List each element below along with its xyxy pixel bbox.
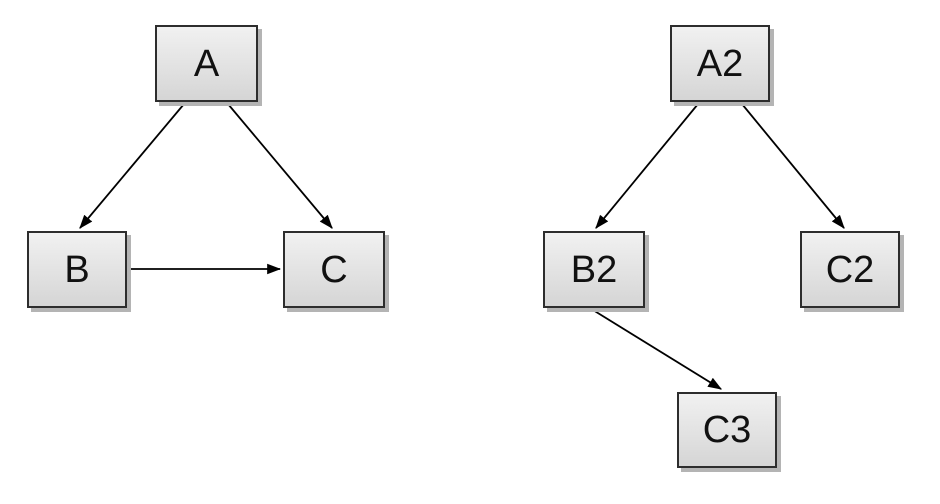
- node-C2: C2: [800, 231, 900, 308]
- node-C3: C3: [677, 392, 777, 468]
- edge-A-C: [227, 103, 333, 229]
- edge-A2-C2: [741, 103, 845, 229]
- node-B2: B2: [543, 231, 645, 308]
- node-C3-label: C3: [702, 409, 752, 451]
- node-C: C: [283, 231, 385, 308]
- node-B2-label: B2: [570, 248, 618, 291]
- node-C2-label: C2: [825, 248, 875, 291]
- node-A2: A2: [670, 25, 770, 102]
- node-B: B: [27, 231, 127, 308]
- edge-B2-C3: [592, 309, 722, 390]
- edge-A-B: [79, 103, 185, 229]
- node-C-label: C: [320, 248, 348, 291]
- node-A-label: A: [193, 42, 220, 85]
- edge-A2-B2: [595, 103, 699, 229]
- node-A: A: [155, 25, 258, 102]
- node-A2-label: A2: [696, 42, 744, 85]
- node-B-label: B: [64, 248, 90, 291]
